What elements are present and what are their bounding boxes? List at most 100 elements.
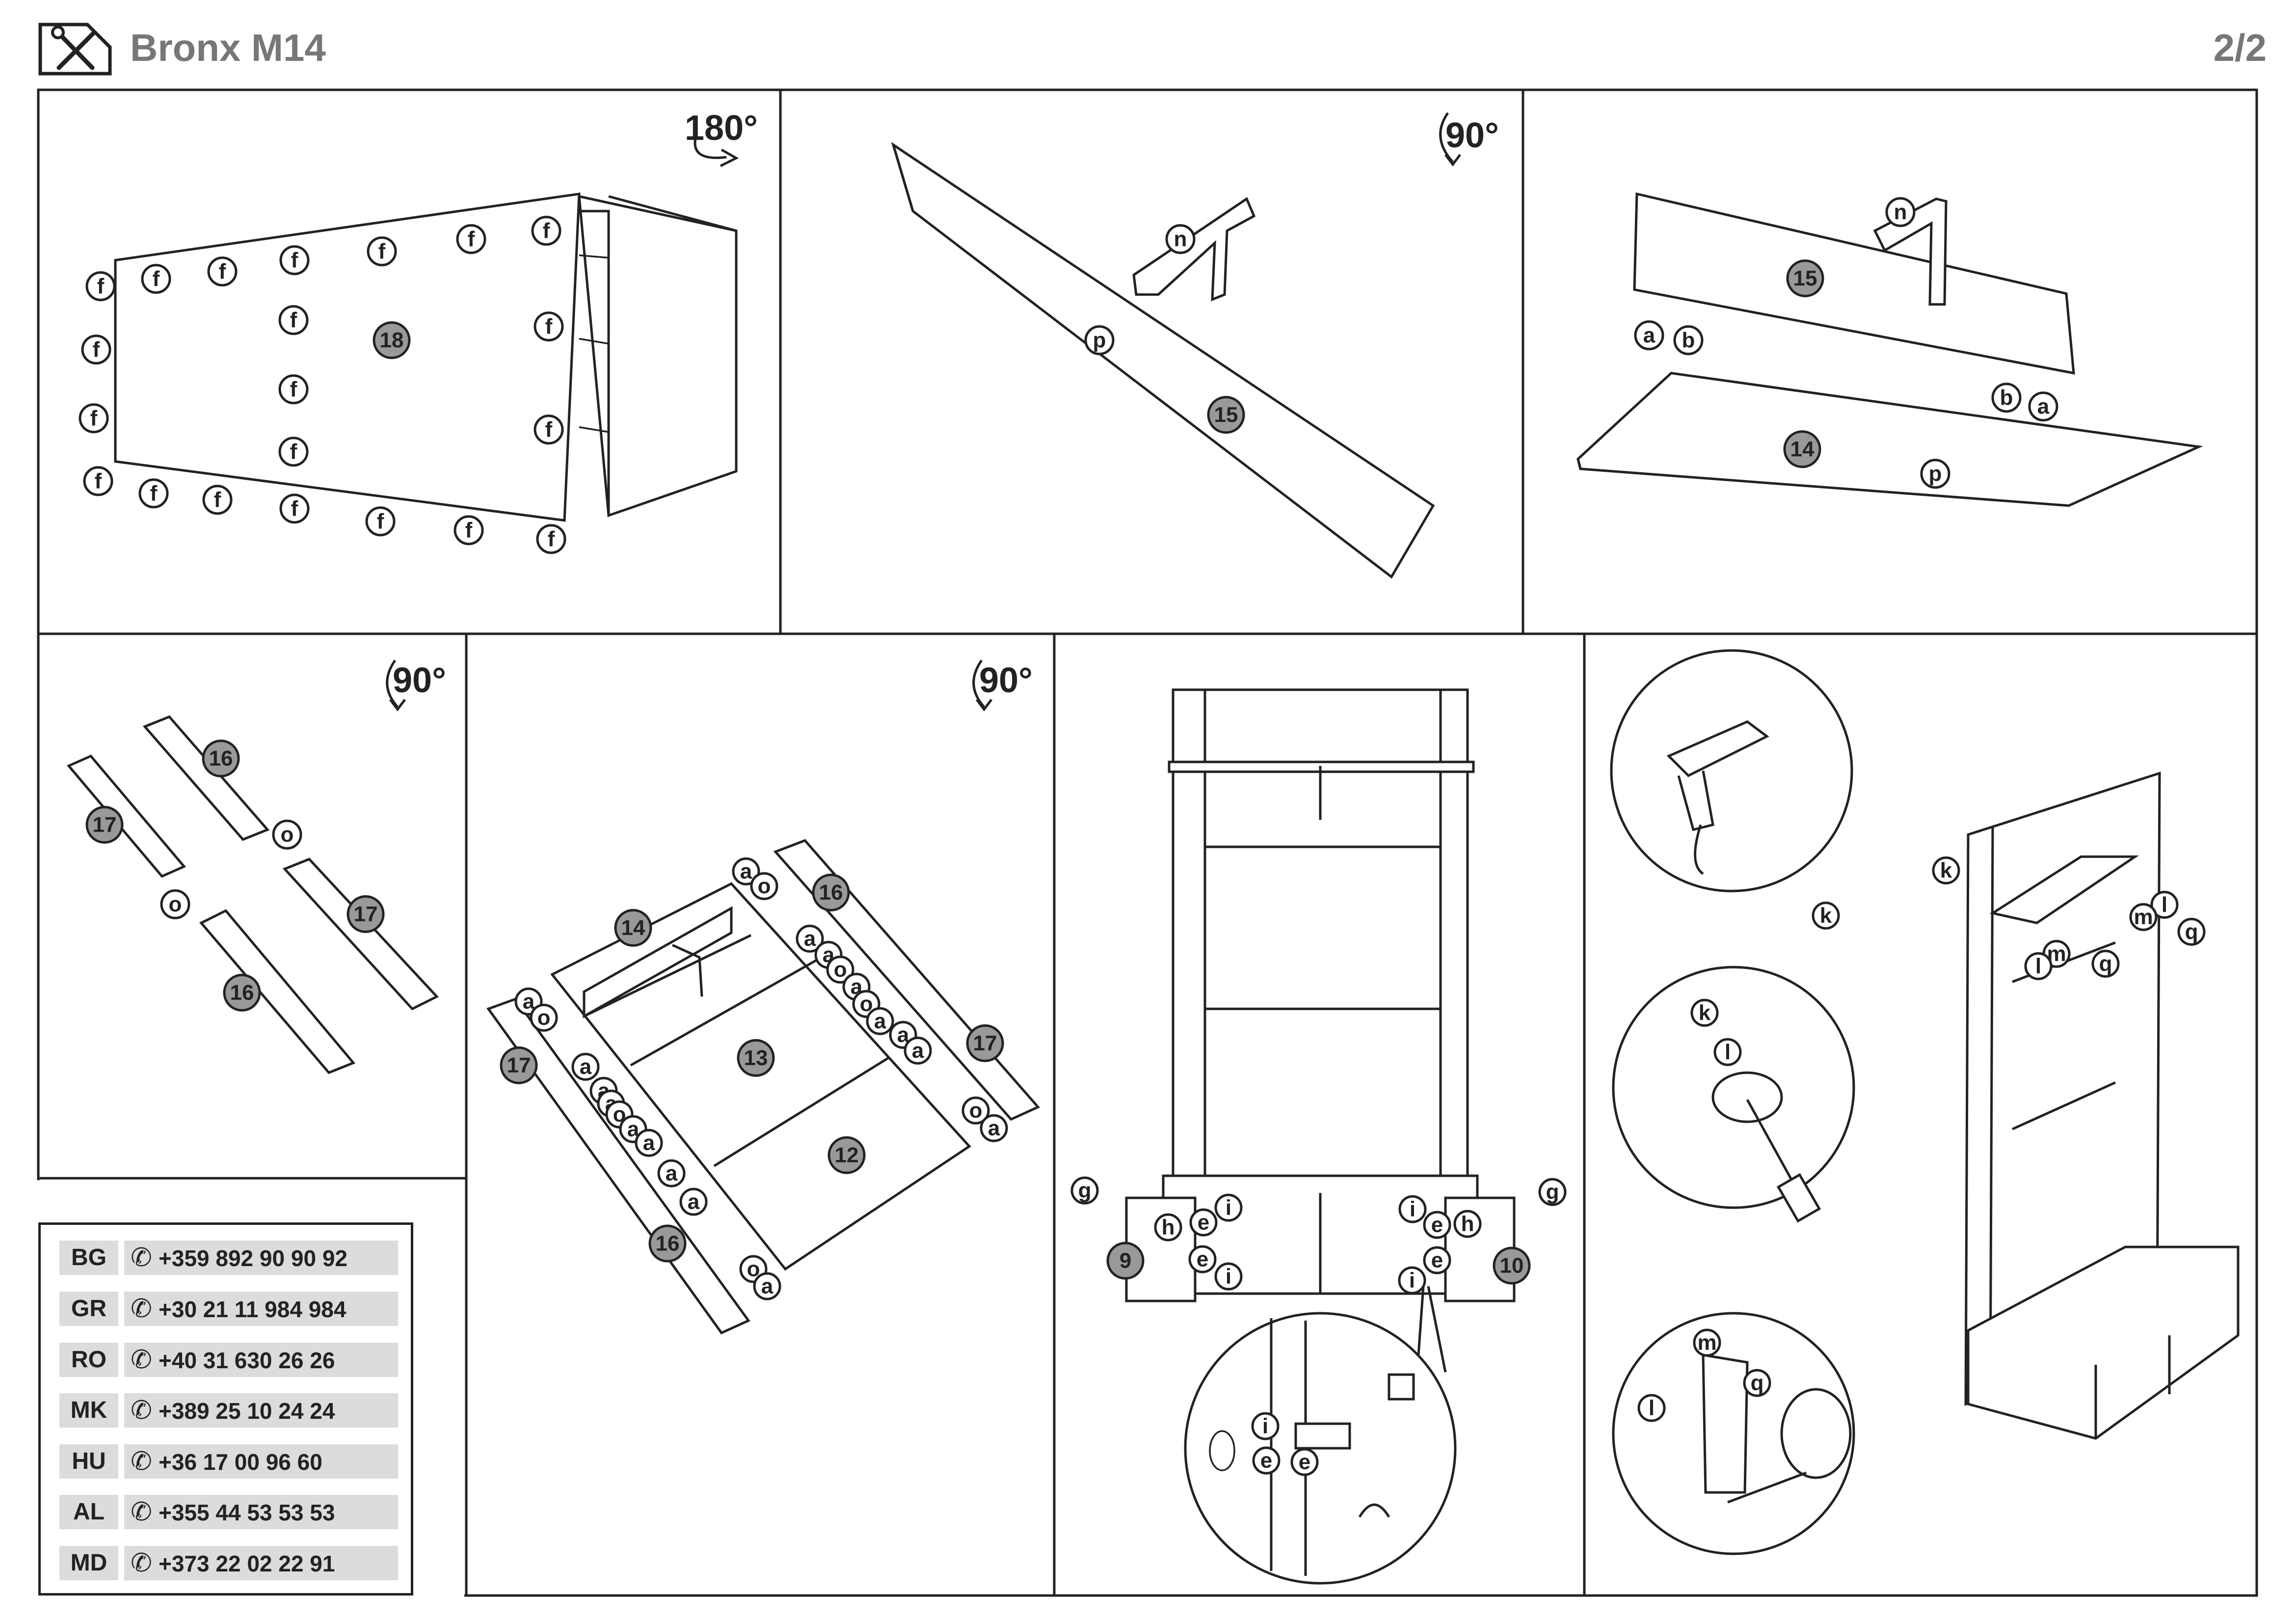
rotate-90-icon: 90° xyxy=(386,659,446,712)
part-number: 14 xyxy=(1790,437,1815,461)
svg-text:13: 13 xyxy=(744,1046,768,1070)
svg-text:90°: 90° xyxy=(1445,116,1499,155)
svg-text:l: l xyxy=(1649,1396,1655,1420)
svg-text:l: l xyxy=(2035,954,2041,978)
panel-2: n p 15 90° xyxy=(891,112,1499,579)
svg-text:17: 17 xyxy=(973,1031,997,1056)
contact-row: MD ✆+373 22 02 22 91 xyxy=(59,1546,398,1580)
svg-text:e: e xyxy=(1431,1213,1443,1237)
svg-text:e: e xyxy=(1260,1449,1272,1473)
svg-text:i: i xyxy=(1226,1196,1231,1220)
svg-text:o: o xyxy=(281,823,294,847)
svg-text:e: e xyxy=(1197,1247,1208,1272)
svg-text:16: 16 xyxy=(209,747,233,771)
country-code: GR xyxy=(59,1292,118,1326)
svg-text:a: a xyxy=(874,1009,886,1033)
svg-text:e: e xyxy=(1299,1450,1310,1474)
svg-text:f: f xyxy=(153,267,160,291)
svg-text:e: e xyxy=(1198,1211,1209,1235)
svg-text:a: a xyxy=(688,1190,700,1214)
svg-text:f: f xyxy=(378,240,386,264)
contact-row: AL ✆+355 44 53 53 53 xyxy=(59,1495,398,1529)
svg-text:f: f xyxy=(543,219,550,243)
svg-text:f: f xyxy=(290,440,297,464)
svg-text:q: q xyxy=(1751,1371,1764,1395)
phone-handset-icon: ✆ xyxy=(131,1346,152,1374)
country-code: MD xyxy=(59,1546,118,1580)
svg-text:14: 14 xyxy=(621,916,645,940)
svg-text:f: f xyxy=(290,308,297,332)
contact-row: HU ✆+36 17 00 96 60 xyxy=(59,1444,398,1479)
svg-text:f: f xyxy=(290,378,297,402)
svg-text:l: l xyxy=(1725,1040,1731,1064)
svg-text:f: f xyxy=(97,274,105,298)
page-title: Bronx M14 xyxy=(130,26,326,69)
tools-icon xyxy=(38,23,112,76)
svg-text:16: 16 xyxy=(656,1232,680,1256)
svg-text:h: h xyxy=(1162,1216,1175,1240)
svg-text:i: i xyxy=(1409,1269,1415,1293)
svg-text:f: f xyxy=(150,482,158,506)
svg-text:f: f xyxy=(377,510,384,534)
svg-text:k: k xyxy=(1820,904,1832,928)
svg-text:i: i xyxy=(1226,1265,1231,1289)
panel-7: k k k l m q l m q m q l l xyxy=(1610,649,2240,1555)
svg-text:k: k xyxy=(1940,859,1952,883)
fixing-labels: k k k l m q l m q m q l l xyxy=(1637,856,2206,1422)
phone-handset-icon: ✆ xyxy=(131,1396,152,1425)
country-code: RO xyxy=(59,1343,118,1377)
page-header: Bronx M14 2/2 xyxy=(0,0,2296,86)
rotate-180-icon: 180° xyxy=(685,108,758,167)
svg-text:h: h xyxy=(1461,1212,1474,1236)
svg-text:f: f xyxy=(219,260,226,284)
svg-text:17: 17 xyxy=(354,902,378,926)
svg-text:p: p xyxy=(1093,328,1106,352)
phone-number: +30 21 11 984 984 xyxy=(159,1297,347,1322)
svg-text:f: f xyxy=(548,527,555,551)
country-code: HU xyxy=(59,1444,118,1479)
svg-text:10: 10 xyxy=(1500,1254,1524,1278)
svg-text:90°: 90° xyxy=(393,661,446,700)
svg-text:q: q xyxy=(2099,952,2112,976)
part-number: 15 xyxy=(1793,267,1817,291)
rotate-90-icon: 90° xyxy=(972,659,1033,712)
svg-text:f: f xyxy=(291,248,298,272)
svg-text:g: g xyxy=(1546,1180,1559,1204)
svg-text:a: a xyxy=(740,860,752,884)
svg-text:16: 16 xyxy=(230,981,254,1005)
support-phone-list: BG ✆+359 892 90 90 92 GR ✆+30 21 11 984 … xyxy=(38,1222,413,1596)
svg-text:l: l xyxy=(2162,893,2167,917)
country-code: BG xyxy=(59,1241,118,1275)
part-number: 18 xyxy=(380,328,404,352)
svg-text:m: m xyxy=(2134,905,2153,929)
svg-text:m: m xyxy=(1697,1331,1716,1355)
svg-text:b: b xyxy=(1682,328,1695,352)
svg-text:a: a xyxy=(804,927,816,951)
svg-text:o: o xyxy=(169,893,182,917)
screw-labels: f f f f f f f f f f f f f f f f f f f f … xyxy=(79,216,566,554)
svg-text:g: g xyxy=(1078,1179,1092,1203)
svg-text:k: k xyxy=(1699,1001,1711,1025)
drill-detail-circle xyxy=(1610,649,1853,893)
contact-row: BG ✆+359 892 90 90 92 xyxy=(59,1241,398,1275)
contact-row: RO ✆+40 31 630 26 26 xyxy=(59,1343,398,1377)
svg-text:b: b xyxy=(2000,386,2013,410)
phone-handset-icon: ✆ xyxy=(131,1447,152,1476)
phone-number: +389 25 10 24 24 xyxy=(159,1398,335,1424)
svg-text:n: n xyxy=(1174,227,1187,251)
svg-text:f: f xyxy=(468,227,475,251)
svg-text:o: o xyxy=(969,1099,983,1123)
fitting-labels: a o a o a a o a o a a a a a a o a a a o … xyxy=(514,857,1008,1300)
svg-text:12: 12 xyxy=(835,1143,859,1167)
svg-text:f: f xyxy=(291,497,298,521)
svg-text:p: p xyxy=(1929,462,1942,486)
hinge-labels: g g h e i e i i e h e i xyxy=(1070,1176,1567,1295)
svg-text:e: e xyxy=(1431,1248,1443,1272)
svg-text:q: q xyxy=(2185,920,2198,944)
phone-number: +359 892 90 90 92 xyxy=(159,1245,347,1271)
svg-text:o: o xyxy=(758,874,771,898)
svg-text:9: 9 xyxy=(1120,1249,1131,1273)
svg-text:f: f xyxy=(545,418,553,442)
page-number: 2/2 xyxy=(2213,26,2267,69)
svg-text:f: f xyxy=(90,406,98,431)
